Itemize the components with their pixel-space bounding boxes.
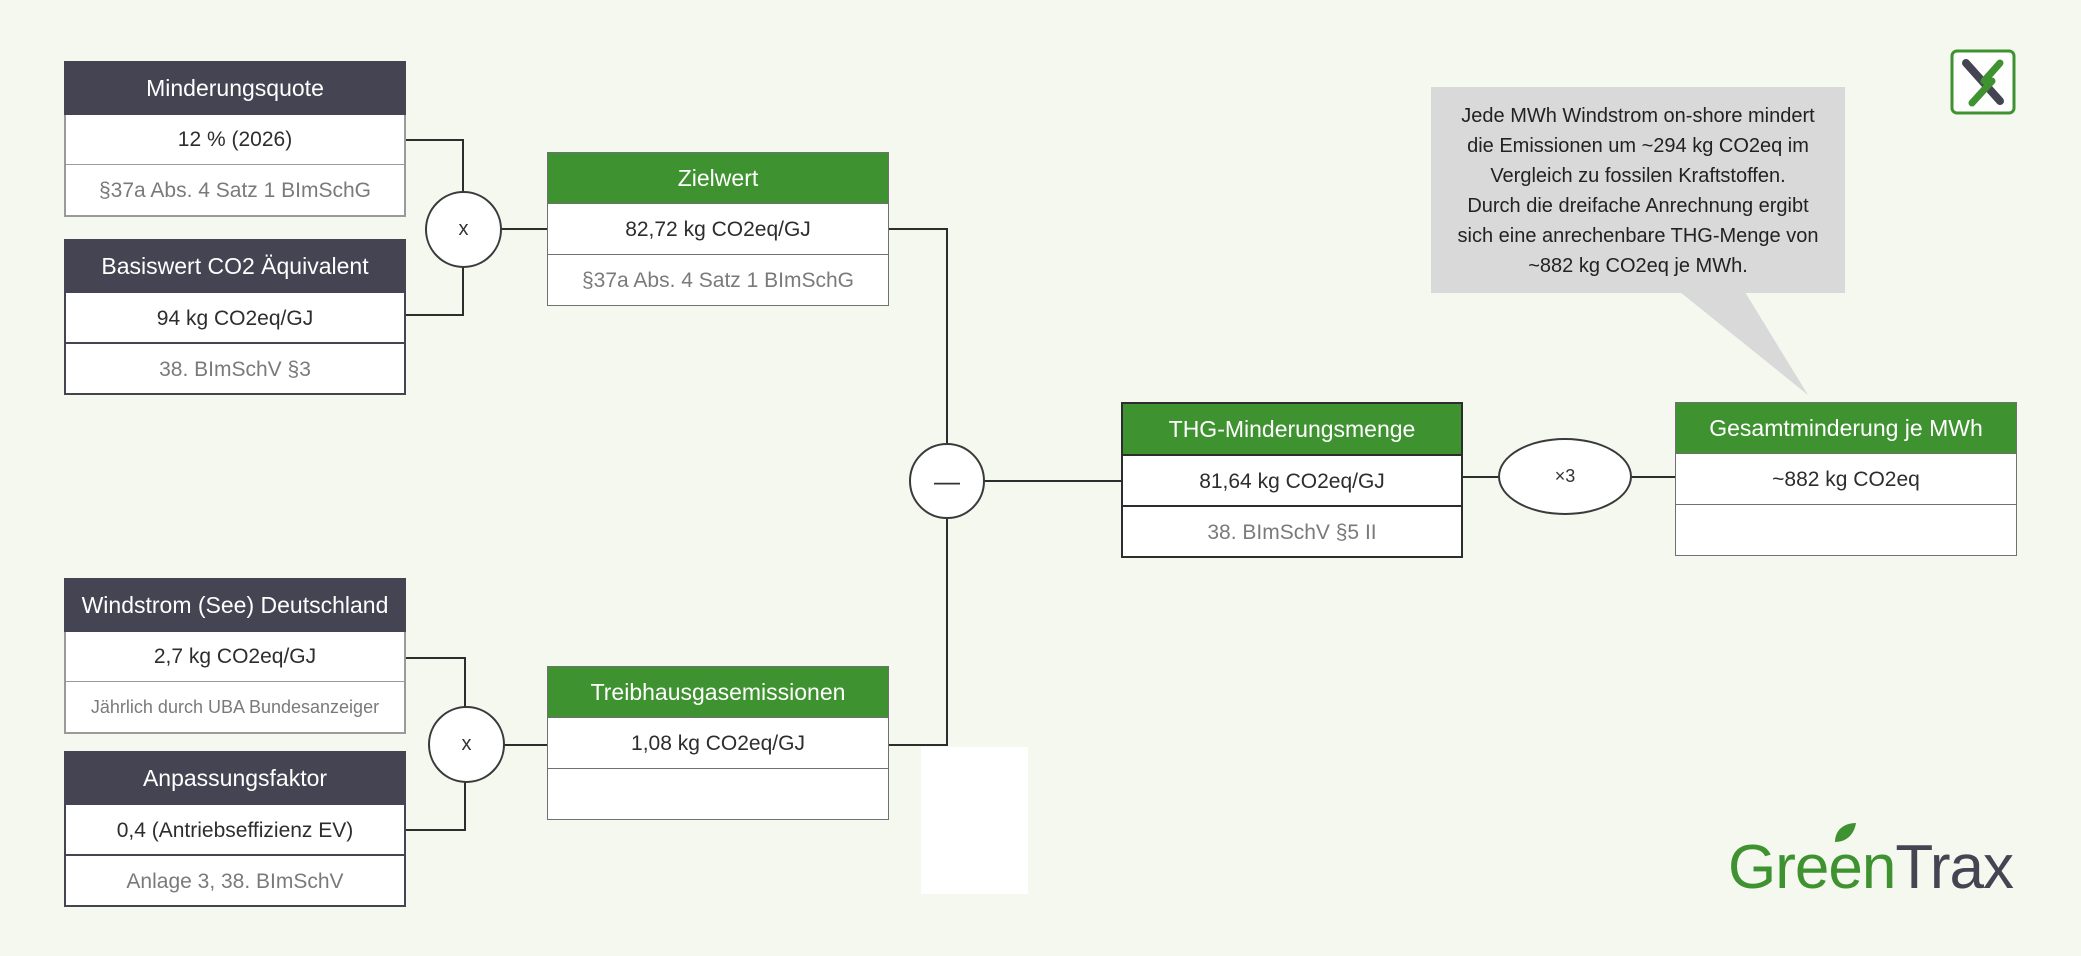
- box-reference: Anlage 3, 38. BImSchV: [66, 854, 404, 905]
- box-empty-row: [548, 768, 888, 819]
- box-value: 94 kg CO2eq/GJ: [66, 291, 404, 342]
- treibhausgasemissionen-box: Treibhausgasemissionen 1,08 kg CO2eq/GJ: [547, 666, 889, 820]
- connector: [889, 517, 948, 746]
- box-reference: 38. BImSchV §3: [66, 342, 404, 393]
- leaf-icon: [1835, 823, 1856, 842]
- box-title: Zielwert: [548, 153, 888, 203]
- thg-minderungsmenge-box: THG-Minderungsmenge 81,64 kg CO2eq/GJ 38…: [1121, 402, 1463, 558]
- basiswert-box: Basiswert CO2 Äquivalent 94 kg CO2eq/GJ …: [64, 239, 406, 395]
- box-title: Gesamtminderung je MWh: [1676, 403, 2016, 453]
- info-callout: Jede MWh Windstrom on-shore mindert die …: [1431, 87, 1845, 293]
- callout-line: sich eine anrechenbare THG-Menge von: [1457, 225, 1819, 247]
- gesamtminderung-box: Gesamtminderung je MWh ~882 kg CO2eq: [1675, 402, 2017, 556]
- box-title: Basiswert CO2 Äquivalent: [66, 241, 404, 291]
- triple-operator: ×3: [1498, 438, 1632, 515]
- box-reference: Jährlich durch UBA Bundesanzeiger: [66, 681, 404, 732]
- box-value: 0,4 (Antriebseffizienz EV): [66, 803, 404, 854]
- greentrax-logo: GreenTrax: [1728, 823, 2018, 908]
- box-value: 82,72 kg CO2eq/GJ: [548, 203, 888, 254]
- box-reference: 38. BImSchV §5 II: [1123, 505, 1461, 556]
- box-value: 2,7 kg CO2eq/GJ: [66, 630, 404, 681]
- box-value: 1,08 kg CO2eq/GJ: [548, 717, 888, 768]
- callout-line: die Emissionen um ~294 kg CO2eq im: [1467, 135, 1809, 157]
- box-title: Minderungsquote: [64, 61, 406, 115]
- subtract-operator: —: [909, 443, 985, 519]
- box-empty-row: [1676, 504, 2016, 555]
- box-title: Windstrom (See) Deutschland: [64, 578, 406, 632]
- logo-green: Green: [1728, 833, 1896, 902]
- callout-line: Durch die dreifache Anrechnung ergibt: [1467, 195, 1809, 217]
- connector: [406, 782, 466, 831]
- callout-line: ~882 kg CO2eq je MWh.: [1528, 255, 1748, 277]
- blank-panel: [921, 747, 1028, 894]
- callout-line: Jede MWh Windstrom on-shore mindert: [1461, 105, 1815, 127]
- anpassungsfaktor-box: Anpassungsfaktor 0,4 (Antriebseffizienz …: [64, 751, 406, 907]
- box-value: 12 % (2026): [66, 113, 404, 164]
- zielwert-box: Zielwert 82,72 kg CO2eq/GJ §37a Abs. 4 S…: [547, 152, 889, 306]
- connector: [406, 657, 466, 707]
- box-value: ~882 kg CO2eq: [1676, 453, 2016, 504]
- connector: [889, 228, 948, 443]
- callout-line: Vergleich zu fossilen Kraftstoffen.: [1490, 165, 1786, 187]
- box-value: 81,64 kg CO2eq/GJ: [1123, 454, 1461, 505]
- box-title: Anpassungsfaktor: [66, 753, 404, 803]
- greentrax-mark-icon: [1950, 49, 2016, 115]
- connector: [406, 139, 464, 193]
- box-reference: §37a Abs. 4 Satz 1 BImSchG: [66, 164, 404, 215]
- box-title: THG-Minderungsmenge: [1123, 404, 1461, 454]
- multiply-operator-top: x: [425, 191, 502, 268]
- box-title: Treibhausgasemissionen: [548, 667, 888, 717]
- connector: [406, 267, 464, 316]
- multiply-operator-bottom: x: [428, 706, 505, 783]
- windstrom-box: Windstrom (See) Deutschland 2,7 kg CO2eq…: [64, 578, 406, 734]
- box-reference: §37a Abs. 4 Satz 1 BImSchG: [548, 254, 888, 305]
- minderungsquote-box: Minderungsquote 12 % (2026) §37a Abs. 4 …: [64, 61, 406, 217]
- logo-trax: Trax: [1895, 833, 2014, 902]
